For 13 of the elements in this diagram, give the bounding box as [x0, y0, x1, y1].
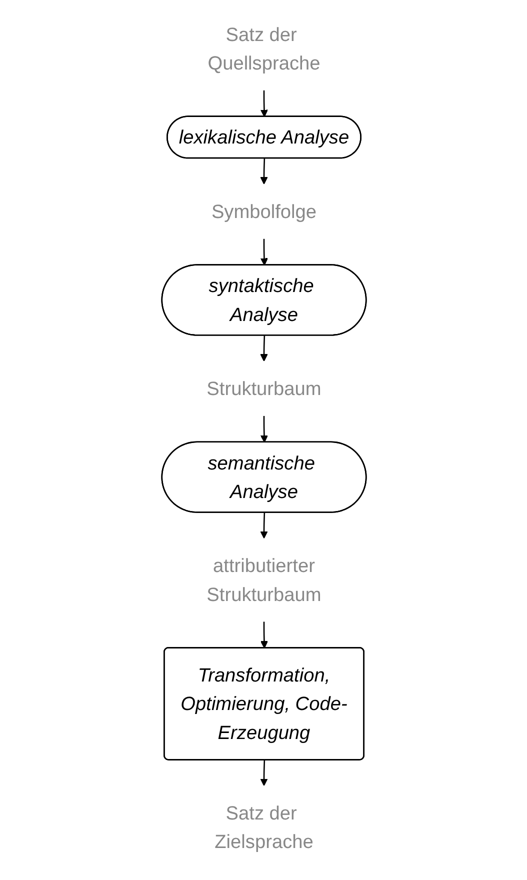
arrow [260, 90, 268, 118]
arrow [260, 238, 268, 266]
node-text: Symbolfolge [210, 200, 316, 222]
arrow [260, 622, 268, 648]
arrow [260, 512, 268, 539]
node-text: Satz der Zielsprache [214, 802, 313, 853]
arrow [260, 336, 268, 362]
arrow [260, 760, 268, 786]
node-text: Satz der Quellsprache [207, 23, 320, 74]
arrow [260, 158, 268, 184]
node-text: attributierter Strukturbaum [206, 554, 321, 606]
node-text: Strukturbaum [206, 378, 321, 400]
arrow [260, 416, 268, 443]
